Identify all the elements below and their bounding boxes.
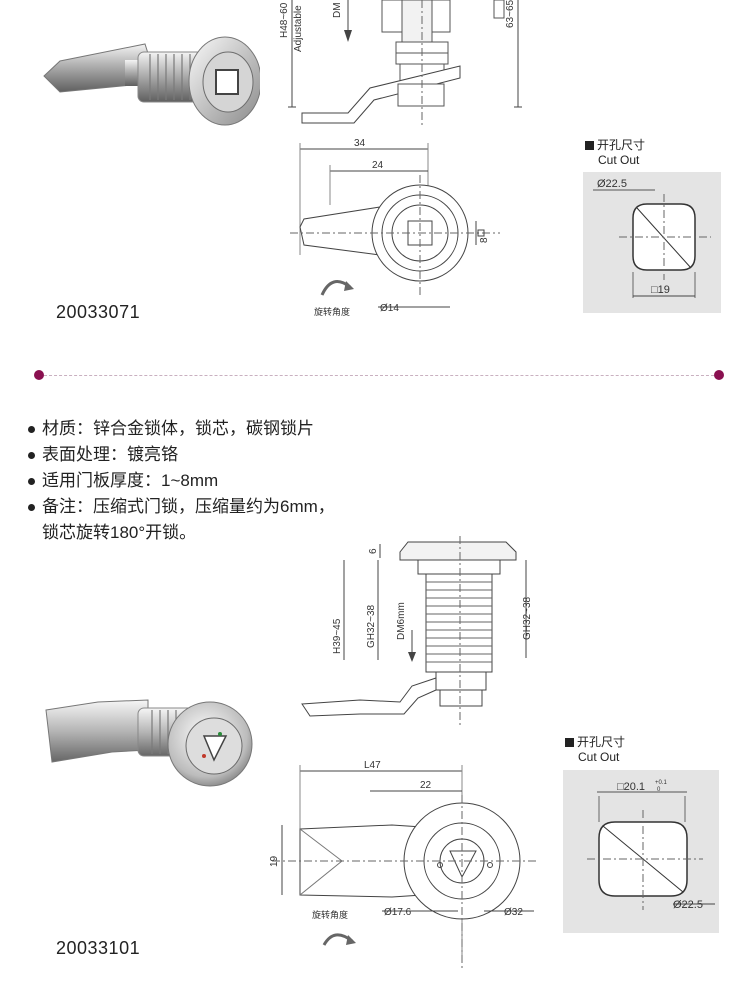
- dim-square: 8: [479, 237, 490, 243]
- spec-note-continuation: 锁芯旋转180°开锁。: [42, 523, 197, 542]
- dim-height-range: H48~60: [279, 2, 290, 38]
- side-drawing-2: 6 H39~45 GH32~38 DM6mm GH32~38: [301, 536, 533, 726]
- dim-width-total: 34: [354, 138, 366, 149]
- front-drawing-2: L47 22 7 19 Ø17.6 Ø32 旋转角度: [269, 760, 538, 970]
- lock-photo-1: [43, 36, 260, 126]
- square-bullet-icon: [585, 141, 594, 150]
- dim-diameter: Ø14: [380, 303, 399, 314]
- section-divider: [39, 375, 719, 376]
- cutout-title-en-1: Cut Out: [598, 153, 640, 167]
- spec-list: 材质：锌合金锁体，锁芯，碳钢锁片 表面处理：镀亮铬 适用门板厚度：1~8mm 备…: [28, 416, 335, 546]
- rotation-label-2: 旋转角度: [312, 909, 348, 920]
- dim-dm: DM: [332, 2, 343, 18]
- dim-adjustable: Adjustable: [293, 5, 304, 52]
- cutout-square-2: □20.1: [617, 781, 645, 793]
- dim-right-range: 63~65: [505, 0, 516, 28]
- side-drawing-1: H48~60 Adjustable DM 63~65: [279, 0, 522, 128]
- cutout-box-2: □20.1 +0.1 0 Ø22.5: [563, 770, 719, 933]
- spec-surface: 表面处理：镀亮铬: [28, 442, 335, 468]
- rotation-label-1: 旋转角度: [314, 306, 350, 317]
- cutout-title-en-2: Cut Out: [578, 750, 620, 764]
- dim-d1: Ø17.6: [384, 907, 412, 918]
- divider-dot-left: [34, 370, 44, 380]
- cutout-title-1: 开孔尺寸 Cut Out: [585, 138, 645, 168]
- dim-h-range: H39~45: [332, 618, 343, 654]
- dim-dm6: DM6mm: [396, 602, 407, 640]
- spec-door-thickness: 适用门板厚度：1~8mm: [28, 468, 335, 494]
- dim-length: L47: [364, 760, 381, 771]
- spec-note: 备注：压缩式门锁，压缩量约为6mm，: [28, 494, 335, 520]
- cutout-tol-zero: 0: [657, 787, 661, 793]
- lock-photo-2: [45, 699, 253, 787]
- spec-material: 材质：锌合金锁体，锁芯，碳钢锁片: [28, 416, 335, 442]
- dim-d2: Ø32: [504, 907, 523, 918]
- cutout-box-1: Ø22.5 □19: [583, 172, 721, 313]
- dim-width-inner-2: 22: [420, 780, 432, 791]
- product-code-1: 20033071: [56, 302, 141, 322]
- cutout-square-1: □19: [651, 284, 670, 296]
- cutout-diameter-1: Ø22.5: [597, 178, 627, 190]
- cutout-title-2: 开孔尺寸 Cut Out: [565, 735, 625, 765]
- cutout-diameter-2: Ø22.5: [673, 899, 703, 911]
- product-code-2: 20033101: [56, 938, 141, 958]
- cutout-title-cn-1: 开孔尺寸: [597, 138, 646, 152]
- cutout-tol-plus: +0.1: [655, 780, 668, 786]
- dim-width-inner: 24: [372, 160, 384, 171]
- divider-dot-right: [714, 370, 724, 380]
- dim-gh-left: GH32~38: [366, 604, 377, 648]
- front-drawing-1: 34 24 8 Ø14 旋转角度: [290, 138, 500, 317]
- dim-top: 6: [368, 548, 379, 554]
- cutout-title-cn-2: 开孔尺寸: [577, 735, 626, 749]
- dim-gh-right: GH32~38: [522, 596, 533, 640]
- square-bullet-icon: [565, 738, 574, 747]
